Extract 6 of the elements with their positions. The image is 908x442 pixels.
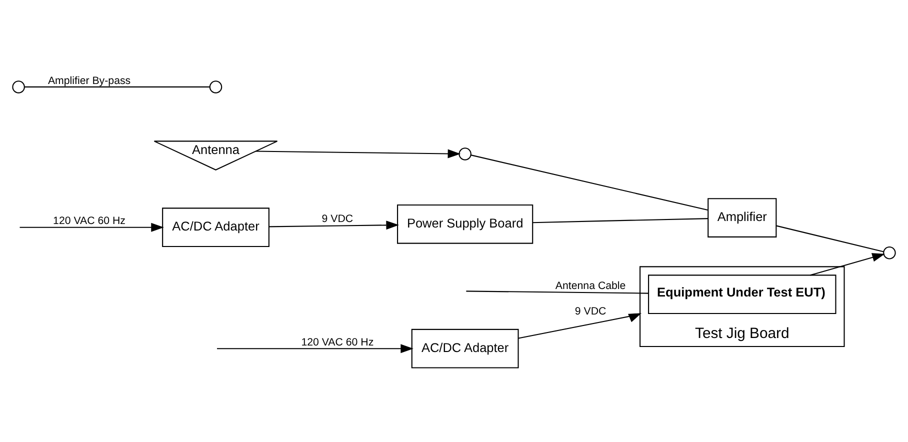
edge-label: 9 VDC	[574, 305, 606, 318]
edge-label: Amplifier By-pass	[48, 74, 131, 86]
edge-label: 9 VDC	[322, 212, 354, 225]
edge-label: 120 VAC 60 Hz	[53, 214, 126, 227]
edge-label: 120 VAC 60 Hz	[301, 336, 374, 348]
edge-label: Antenna Cable	[555, 280, 626, 292]
